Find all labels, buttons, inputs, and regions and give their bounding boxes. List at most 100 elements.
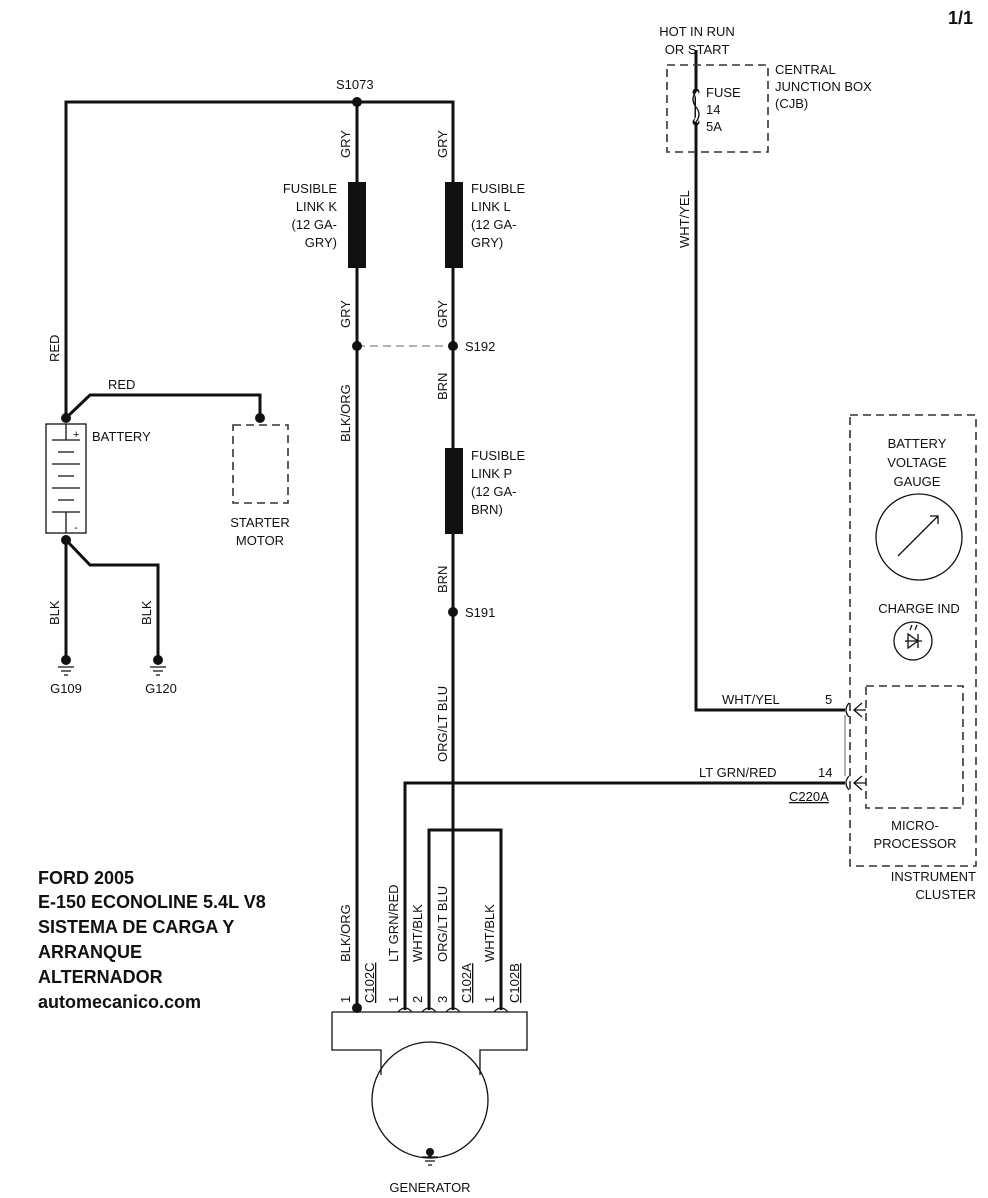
fusible-link-l <box>445 182 463 268</box>
svg-text:GRY: GRY <box>338 300 353 328</box>
charge-indicator-icon <box>893 621 933 661</box>
generator-pin-labels: 1 C102C 1 2 3 C102A 1 C102B <box>338 963 522 1003</box>
splice-s191: S191 <box>465 605 495 620</box>
gauge-label: BATTERY VOLTAGE GAUGE <box>887 436 947 489</box>
svg-text:SISTEMA DE CARGA Y: SISTEMA DE CARGA Y <box>38 917 234 937</box>
fuse-icon <box>692 91 700 123</box>
svg-text:WHT/BLK: WHT/BLK <box>482 904 497 962</box>
svg-text:GRY: GRY <box>435 300 450 328</box>
svg-text:LINK L: LINK L <box>471 199 511 214</box>
svg-text:BRN: BRN <box>435 373 450 400</box>
splice-dots <box>61 88 700 1013</box>
ground-g120: G120 <box>145 681 177 696</box>
svg-text:JUNCTION BOX: JUNCTION BOX <box>775 79 872 94</box>
fusible-link-k <box>348 182 366 268</box>
svg-text:GRY: GRY <box>435 130 450 158</box>
svg-text:GRY): GRY) <box>305 235 337 250</box>
svg-text:+: + <box>73 429 79 441</box>
svg-text:BLK: BLK <box>139 600 154 625</box>
fusible-link-p-label: FUSIBLE LINK P (12 GA- BRN) <box>471 448 526 517</box>
svg-text:-: - <box>74 522 78 534</box>
svg-text:HOT IN RUN: HOT IN RUN <box>659 24 735 39</box>
svg-text:BATTERY: BATTERY <box>888 436 947 451</box>
svg-text:(CJB): (CJB) <box>775 96 808 111</box>
svg-text:FUSIBLE: FUSIBLE <box>283 181 338 196</box>
svg-text:STARTER: STARTER <box>230 515 289 530</box>
svg-text:automecanico.com: automecanico.com <box>38 992 201 1012</box>
connector-c102-icon <box>397 1007 509 1013</box>
splice-s192: S192 <box>465 339 495 354</box>
svg-text:C102B: C102B <box>507 963 522 1003</box>
generator-symbol <box>331 1011 528 1159</box>
instrument-cluster-box <box>849 414 977 867</box>
svg-text:C102A: C102A <box>459 963 474 1003</box>
svg-text:PROCESSOR: PROCESSOR <box>873 836 956 851</box>
svg-text:(12 GA-: (12 GA- <box>471 217 517 232</box>
svg-text:GRY): GRY) <box>471 235 503 250</box>
svg-text:BLK: BLK <box>47 600 62 625</box>
starter-motor-box <box>232 424 289 504</box>
svg-text:(12 GA-: (12 GA- <box>471 484 517 499</box>
svg-text:C102C: C102C <box>362 963 377 1003</box>
page-number: 1/1 <box>948 8 973 28</box>
svg-text:INSTRUMENT: INSTRUMENT <box>891 869 976 884</box>
svg-text:(12 GA-: (12 GA- <box>291 217 337 232</box>
svg-text:LINK P: LINK P <box>471 466 512 481</box>
wire-color-labels: GRY GRY GRY GRY BLK/ORG BRN BRN ORG/LT B… <box>47 130 780 962</box>
svg-text:WHT/YEL: WHT/YEL <box>722 692 780 707</box>
svg-text:1: 1 <box>386 996 401 1003</box>
svg-text:ALTERNADOR: ALTERNADOR <box>38 967 163 987</box>
svg-text:FUSIBLE: FUSIBLE <box>471 448 526 463</box>
svg-text:LT GRN/RED: LT GRN/RED <box>699 765 777 780</box>
svg-text:BLK/ORG: BLK/ORG <box>338 384 353 442</box>
connector-c220a: C220A <box>789 789 829 804</box>
pin-14: 14 <box>818 765 832 780</box>
pin-5: 5 <box>825 692 832 707</box>
svg-text:2: 2 <box>410 996 425 1003</box>
diagram-title: FORD 2005 E-150 ECONOLINE 5.4L V8 SISTEM… <box>38 868 266 1012</box>
svg-text:RED: RED <box>47 335 62 362</box>
svg-text:3: 3 <box>435 996 450 1003</box>
battery-label: BATTERY <box>92 429 151 444</box>
instrument-cluster-label: INSTRUMENT CLUSTER <box>891 869 976 902</box>
svg-text:BRN: BRN <box>435 566 450 593</box>
svg-text:CLUSTER: CLUSTER <box>915 887 976 902</box>
svg-text:BLK/ORG: BLK/ORG <box>338 904 353 962</box>
svg-text:GRY: GRY <box>338 130 353 158</box>
svg-text:FORD 2005: FORD 2005 <box>38 868 134 888</box>
svg-text:MICRO-: MICRO- <box>891 818 939 833</box>
starter-motor-label: STARTER MOTOR <box>230 515 289 548</box>
svg-text:1: 1 <box>338 996 353 1003</box>
svg-text:OR START: OR START <box>665 42 730 57</box>
svg-text:RED: RED <box>108 377 135 392</box>
splice-s1073: S1073 <box>336 77 374 92</box>
svg-text:MOTOR: MOTOR <box>236 533 284 548</box>
svg-text:E-150 ECONOLINE 5.4L V8: E-150 ECONOLINE 5.4L V8 <box>38 892 266 912</box>
svg-text:14: 14 <box>706 102 720 117</box>
svg-text:VOLTAGE: VOLTAGE <box>887 455 947 470</box>
svg-text:WHT/BLK: WHT/BLK <box>410 904 425 962</box>
hot-in-run-label: HOT IN RUN OR START <box>659 24 735 57</box>
central-junction-box <box>666 64 769 153</box>
svg-text:ORG/LT BLU: ORG/LT BLU <box>435 686 450 762</box>
svg-text:ORG/LT BLU: ORG/LT BLU <box>435 886 450 962</box>
ground-icon <box>58 666 438 1166</box>
fusible-link-l-label: FUSIBLE LINK L (12 GA- GRY) <box>471 181 526 250</box>
generator-label: GENERATOR <box>389 1180 470 1195</box>
svg-text:FUSIBLE: FUSIBLE <box>471 181 526 196</box>
svg-text:5A: 5A <box>706 119 722 134</box>
svg-text:LINK K: LINK K <box>296 199 338 214</box>
svg-text:BRN): BRN) <box>471 502 503 517</box>
svg-text:1: 1 <box>482 996 497 1003</box>
microprocessor-box <box>865 685 964 809</box>
fusible-link-k-label: FUSIBLE LINK K (12 GA- GRY) <box>283 181 338 250</box>
ground-g109: G109 <box>50 681 82 696</box>
svg-text:LT GRN/RED: LT GRN/RED <box>386 884 401 962</box>
svg-text:WHT/YEL: WHT/YEL <box>677 190 692 248</box>
svg-text:ARRANQUE: ARRANQUE <box>38 942 142 962</box>
battery-symbol: +- <box>45 423 87 534</box>
svg-text:GAUGE: GAUGE <box>894 474 941 489</box>
